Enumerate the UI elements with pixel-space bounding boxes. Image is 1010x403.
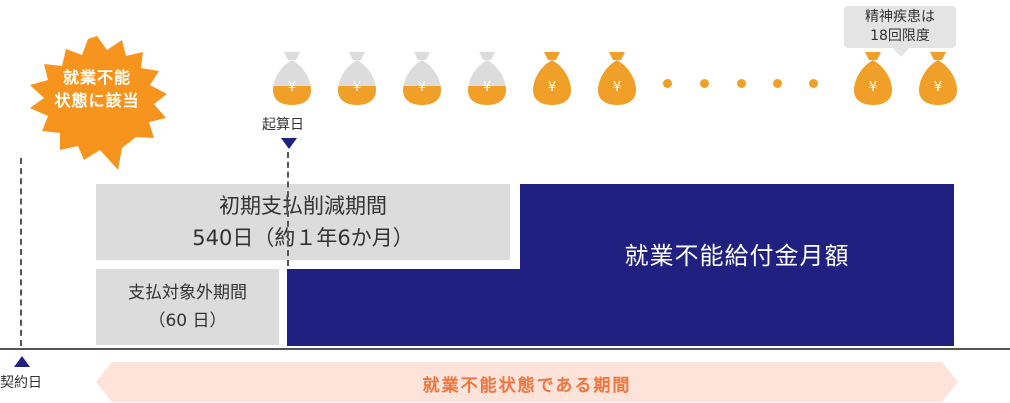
yen-glyph: ¥ xyxy=(288,80,296,95)
start-date-guide xyxy=(287,152,289,266)
contract-date-guide xyxy=(20,158,22,346)
callout-line-1: 精神疾患は xyxy=(865,9,935,25)
callout-line-2: 18回限度 xyxy=(870,28,930,44)
start-date-marker xyxy=(281,138,297,149)
badge-line-2: 状態に該当 xyxy=(54,91,140,110)
money-bag-full-icon: ¥ xyxy=(598,52,636,105)
money-bag-half-icon: ¥ xyxy=(468,52,506,105)
waiting-period: 支払対象外期間 （60 日） xyxy=(96,269,279,345)
callout-tail xyxy=(892,47,910,57)
timeline-baseline xyxy=(0,348,1010,350)
yen-glyph: ¥ xyxy=(869,80,877,95)
initial-period-line-2: 540日（約１年6か月） xyxy=(192,226,414,250)
yen-glyph: ¥ xyxy=(548,80,556,95)
badge-text: 就業不能 状態に該当 xyxy=(22,66,172,112)
benefit-area xyxy=(287,184,954,346)
yen-glyph: ¥ xyxy=(613,80,621,95)
initial-reduction-period: 初期支払削減期間 540日（約１年6か月） xyxy=(96,184,510,260)
waiting-period-line-2: （60 日） xyxy=(148,311,227,331)
disability-period-label: 就業不能状態である期間 xyxy=(422,376,632,396)
yen-glyph: ¥ xyxy=(418,80,426,95)
yen-glyph: ¥ xyxy=(934,80,942,95)
ellipsis-dot xyxy=(773,79,782,88)
money-bag-half-icon: ¥ xyxy=(338,52,376,105)
benefit-label: 就業不能給付金月額 xyxy=(624,242,850,270)
money-bag-full-icon: ¥ xyxy=(854,52,892,105)
callout-bubble: 精神疾患は 18回限度 xyxy=(844,6,956,48)
ellipsis-dot xyxy=(737,79,746,88)
ellipsis-dot xyxy=(809,79,818,88)
contract-date-marker xyxy=(14,356,30,367)
ellipsis-dot xyxy=(700,79,709,88)
yen-glyph: ¥ xyxy=(483,80,491,95)
disability-period-band xyxy=(96,362,958,402)
money-bag-half-icon: ¥ xyxy=(273,52,311,105)
contract-date-label: 契約日 xyxy=(0,375,42,391)
initial-period-line-1: 初期支払削減期間 xyxy=(219,194,387,218)
start-date-label: 起算日 xyxy=(262,117,304,133)
money-bag-half-icon: ¥ xyxy=(403,52,441,105)
yen-glyph: ¥ xyxy=(353,80,361,95)
burst-badge xyxy=(30,36,167,170)
money-bag-full-icon: ¥ xyxy=(533,52,571,105)
ellipsis-dot xyxy=(663,79,672,88)
waiting-period-line-1: 支払対象外期間 xyxy=(128,283,247,303)
badge-line-1: 就業不能 xyxy=(62,68,131,87)
money-bag-full-icon: ¥ xyxy=(919,52,957,105)
